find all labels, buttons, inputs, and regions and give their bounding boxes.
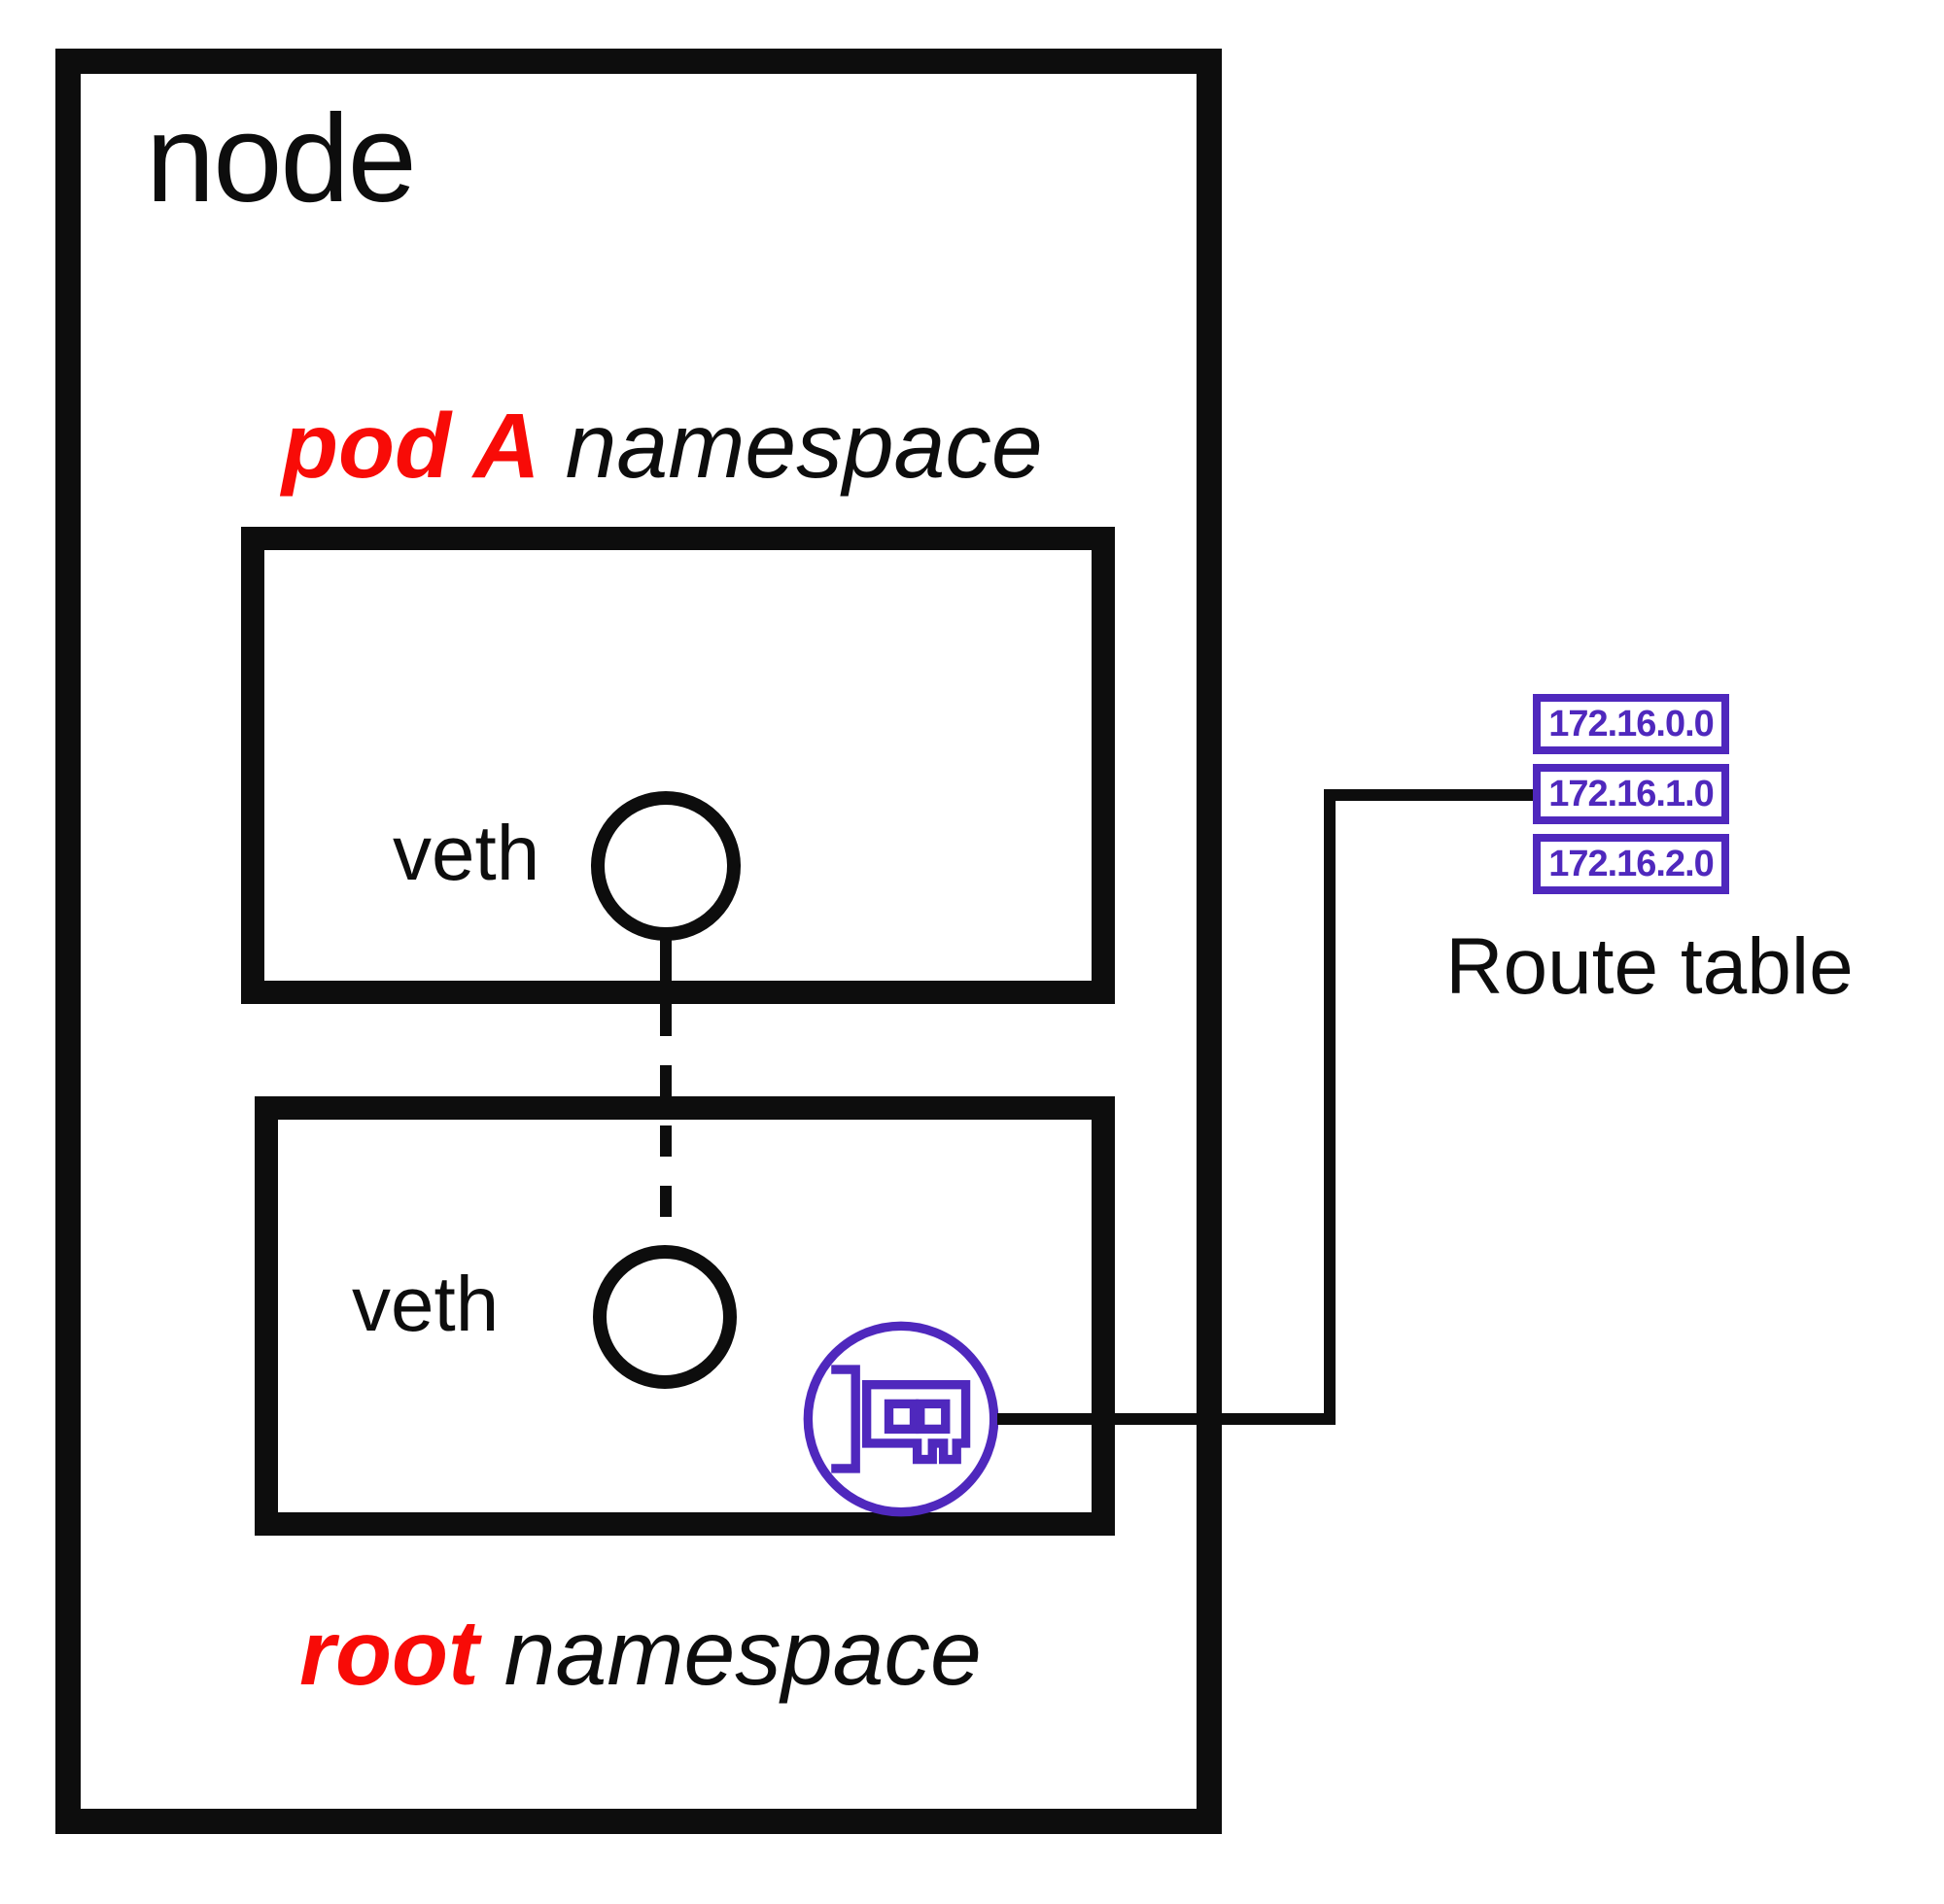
pod-a-namespace-rest: namespace [565, 395, 1043, 498]
network-interface-card-icon [803, 1321, 999, 1517]
veth-connection-stub [660, 933, 672, 1005]
route-table-entries: 172.16.0.0 172.16.1.0 172.16.2.0 [1533, 694, 1729, 894]
root-namespace-highlight: root [299, 1602, 479, 1705]
route-entry: 172.16.0.0 [1533, 694, 1729, 754]
pod-a-namespace-box [241, 527, 1115, 1004]
veth-port-circle-root [593, 1245, 737, 1389]
node-box [55, 49, 1222, 1834]
connector-from-nic [997, 1413, 1336, 1425]
root-namespace-rest: namespace [503, 1602, 982, 1705]
veth-pair-dashed-link [660, 1005, 672, 1246]
pod-a-namespace-highlight: pod A [282, 395, 540, 498]
veth-label-pod: veth [393, 810, 540, 896]
veth-port-circle-pod [591, 791, 741, 941]
connector-vertical [1324, 789, 1336, 1425]
route-entry: 172.16.2.0 [1533, 834, 1729, 894]
root-namespace-box [255, 1096, 1115, 1536]
route-table-title: Route table [1445, 922, 1854, 1011]
veth-label-root: veth [352, 1261, 500, 1347]
connector-to-route-table [1324, 789, 1534, 801]
route-entry: 172.16.1.0 [1533, 764, 1729, 824]
node-label: node [146, 89, 417, 228]
